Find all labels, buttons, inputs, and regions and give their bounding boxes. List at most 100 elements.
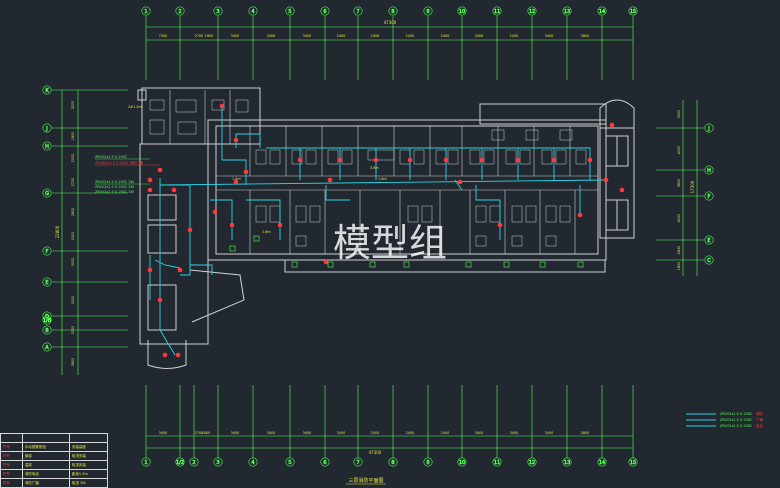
dim-bottom-3: 3400: [231, 431, 240, 435]
axis-col-top-8: 9: [426, 9, 429, 15]
axis-col-top-10-bubble: [492, 6, 502, 16]
axis-col-top-7: 8: [391, 9, 394, 15]
axis-row-left-7-bubble: [42, 325, 52, 335]
dim-top-12: 3400: [545, 34, 554, 38]
axis-col-top-10: 11: [494, 9, 500, 15]
axis-col-bot-11-bubble: [492, 457, 502, 467]
axis-col-bot-15: 15: [630, 460, 636, 466]
legend-cell-note: 吸顶 3W: [68, 478, 109, 488]
axis-col-bot-8-bubble: [388, 457, 398, 467]
axis-row-right-4: C: [707, 258, 711, 264]
axis-col-top-11-bubble: [527, 6, 537, 16]
dim-bottom-7: 2400: [371, 431, 380, 435]
dim-top-9: 2400: [441, 34, 450, 38]
axis-row-right-2: F: [708, 194, 711, 200]
axis-row-left-1-bubble: [42, 123, 52, 133]
legend-cell-symbol: 符号: [0, 478, 23, 488]
axis-col-bot-8: 8: [391, 460, 394, 466]
watermark-text: 模型组: [333, 221, 447, 265]
legend-cell-desc: 温感: [21, 460, 70, 470]
axis-col-top-4: 5: [288, 9, 291, 15]
axis-col-bot-12-bubble: [527, 457, 537, 467]
callout-2: ZR-BV2x1.5 G 20SC 消防广播: [95, 160, 144, 165]
legend-cell-note: 安装高度: [68, 442, 109, 452]
dim-bottom-6: 3400: [337, 431, 346, 435]
axis-row-left-6: D: [45, 314, 49, 320]
callout-5: ZRVV2x2.5 G 20SC 2W: [95, 190, 135, 194]
legend-line-2: ZRVV2x2.5 G 20SC: [720, 418, 753, 422]
axis-row-right-0: J: [707, 126, 709, 132]
axis-row-left-4: F: [46, 249, 49, 255]
axis-col-bot-9: 9: [426, 460, 429, 466]
device-legend-table: 符号手动报警按钮安装高度符号烟感吸顶安装符号温感吸顶安装符号消防电话距地1.3m…: [0, 433, 109, 488]
legend-row: 符号温感吸顶安装: [0, 460, 109, 470]
axis-col-top-0: 1: [144, 9, 147, 15]
legend-row: 符号消防广播吸顶 3W: [0, 478, 109, 488]
dim-top-4: 3400: [267, 34, 276, 38]
axis-col-bot-5-bubble: [285, 457, 295, 467]
axis-row-left-2: H: [45, 144, 49, 150]
axis-col-top-11: 12: [529, 9, 535, 15]
legend-cell-note: 吸顶安装: [68, 451, 109, 461]
axis-col-bot-0-bubble: [141, 457, 151, 467]
left-callouts: ZRVV2x2.5 G 20SC ZR-BV2x1.5 G 20SC 消防广播 …: [95, 155, 160, 194]
legend-cell-symbol: [0, 433, 23, 443]
dim-top-5: 3400: [303, 34, 312, 38]
dim-bottom-9: 2400: [441, 431, 450, 435]
fire-phones: [229, 235, 584, 268]
axis-row-left-6-bubble: [42, 311, 52, 321]
axis-col-bot-4: 4: [251, 460, 254, 466]
axis-row-left-5-bubble: [42, 277, 52, 287]
axis-col-top-5: 6: [323, 9, 326, 15]
dim-top-6: 2400: [337, 34, 346, 38]
axis-row-right-4-bubble: [704, 255, 714, 265]
legend-cell-symbol: 符号: [0, 451, 23, 461]
fire-alarm-wiring: [149, 106, 607, 356]
axis-col-bot-15-bubble: [628, 457, 638, 467]
axis-col-top-9: 10: [459, 9, 465, 15]
dim-left-5: 2000: [71, 232, 75, 241]
axis-col-bot-1-bubble: [175, 457, 185, 467]
axis-row-left-extra: 1/B: [43, 318, 52, 324]
dim-top-3: 3400: [231, 34, 240, 38]
legend-cell-desc: 消防广播: [21, 478, 70, 488]
axis-row-left-4-bubble: [42, 246, 52, 256]
axis-row-left-0-bubble: [42, 85, 52, 95]
axis-col-top-4-bubble: [285, 6, 295, 16]
dim-top-11: 2400: [510, 34, 519, 38]
plan-note-c: 1.6m: [232, 177, 241, 181]
dim-bottom-10: 3400: [475, 431, 484, 435]
axis-row-left-8: A: [45, 345, 49, 351]
overall-dim-top: 47300: [384, 20, 397, 25]
axis-col-top-6: 7: [356, 9, 359, 15]
axis-col-bot-5: 5: [288, 460, 291, 466]
legend-cell-desc: 烟感: [21, 451, 70, 461]
axis-col-bot-7: 7: [356, 460, 359, 466]
axis-row-right-2-bubble: [704, 191, 714, 201]
legend-cell-note: 吸顶安装: [68, 460, 109, 470]
axis-row-left-1: J: [45, 126, 47, 132]
axis-col-bot-9-bubble: [423, 457, 433, 467]
plan-note-e: 3.6m: [370, 166, 379, 170]
legend-line-3: ZRVV2x2.5 G 20SC: [720, 424, 753, 428]
axis-col-top-14: 15: [630, 9, 636, 15]
legend-line-1: ZRVV2x2.5 G 20SC: [720, 412, 753, 416]
legend-cell-symbol: 符号: [0, 460, 23, 470]
axis-col-top-12-bubble: [562, 6, 572, 16]
dim-bottom-5: 3400: [303, 431, 312, 435]
dim-right-0: 3000: [677, 110, 681, 119]
dim-left-1: 1800: [71, 132, 75, 141]
legend-cell-symbol: 符号: [0, 469, 23, 479]
axis-row-left-7: B: [45, 328, 49, 334]
axis-col-bot-10-bubble: [457, 457, 467, 467]
axis-col-top-7-bubble: [388, 6, 398, 16]
axis-col-bot-2: 2: [192, 460, 195, 466]
dim-left-0: 3200: [71, 101, 75, 110]
axis-row-left-8-bubble: [42, 342, 52, 352]
axis-col-top-5-bubble: [320, 6, 330, 16]
axis-col-bot-14-bubble: [597, 457, 607, 467]
axis-col-top-0-bubble: [141, 6, 151, 16]
axis-col-bot-14: 14: [599, 460, 605, 466]
axis-col-top-2: 3: [216, 9, 219, 15]
